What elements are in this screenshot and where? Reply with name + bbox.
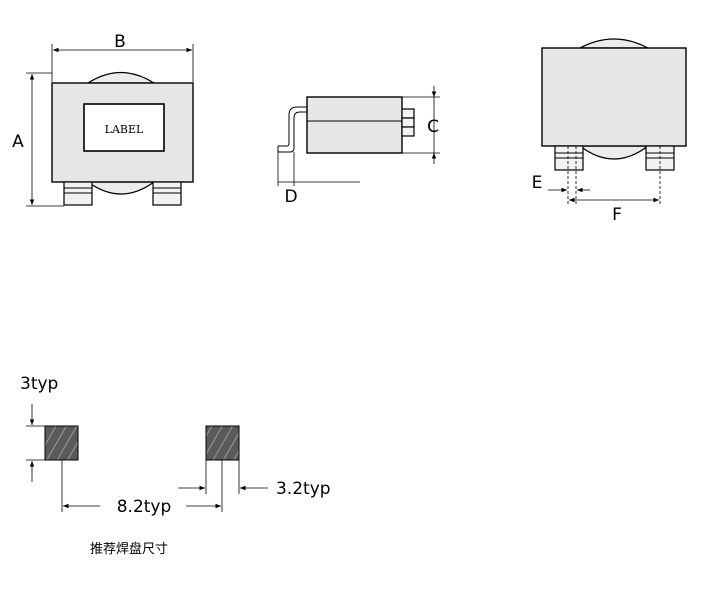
dimension-pad-width: 3.2typ: [178, 460, 331, 499]
pad-spacing-label: 8.2typ: [117, 497, 172, 517]
front-core-bottom: [86, 181, 156, 195]
pad-caption: 推荐焊盘尺寸: [90, 541, 168, 557]
dimension-c-label: C: [427, 117, 439, 137]
rear-view: E F: [532, 38, 687, 225]
front-view: LABEL B A: [12, 32, 194, 207]
side-terminals: [401, 108, 415, 137]
dimension-c: C: [402, 86, 440, 164]
label-box: [83, 103, 165, 152]
dimension-b: B: [51, 32, 194, 82]
dimension-e-label: E: [532, 173, 543, 193]
rear-body: [541, 47, 687, 147]
front-core-top: [85, 72, 157, 84]
dimension-b-label: B: [114, 32, 126, 52]
dimension-pad-spacing: 8.2typ: [61, 460, 223, 517]
rear-core-top: [579, 38, 649, 49]
side-view: C D: [277, 86, 440, 207]
dimension-a: A: [12, 72, 64, 207]
pad-height-label: 3typ: [20, 374, 58, 394]
side-lead-outer: [278, 111, 307, 153]
pad-right: [205, 425, 240, 461]
pad-width-label: 3.2typ: [276, 479, 331, 499]
pad-left: [44, 425, 79, 461]
rear-core-bottom: [578, 145, 650, 160]
side-body: [306, 96, 403, 154]
pad-layout: 3typ 8.2typ 3.2typ 推荐焊盘尺寸: [20, 374, 331, 557]
dimension-f: F: [569, 146, 661, 225]
dimension-a-label: A: [12, 132, 24, 152]
label-text: LABEL: [105, 123, 144, 136]
rear-pin-left: [554, 145, 584, 171]
dimension-d: D: [277, 152, 360, 207]
side-lead-inner: [278, 106, 307, 147]
dimension-f-label: F: [612, 205, 622, 225]
dimension-pad-height: 3typ: [20, 374, 58, 482]
dimension-d-label: D: [284, 187, 297, 207]
front-pin-right: [152, 181, 182, 206]
dimension-e: E: [532, 146, 590, 205]
front-pin-left: [63, 181, 93, 206]
